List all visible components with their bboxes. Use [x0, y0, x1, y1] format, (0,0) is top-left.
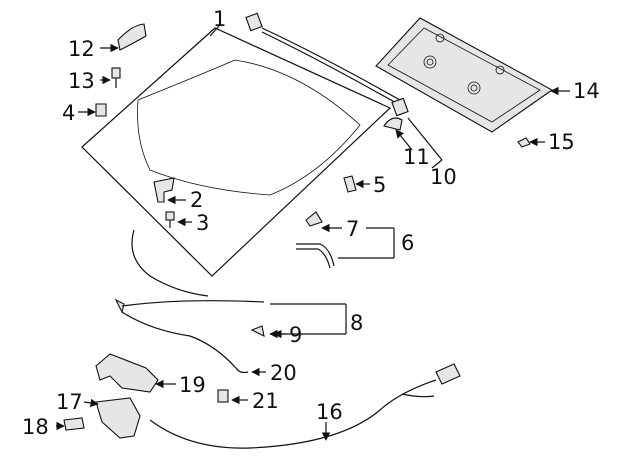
- callout-19: 19: [179, 373, 206, 397]
- callout-10: 10: [430, 165, 457, 189]
- hood-insulator: [375, 17, 570, 133]
- callout-7: 7: [346, 217, 359, 241]
- bracket-2: [153, 177, 186, 205]
- leader-1: [209, 25, 220, 37]
- bumper-4: [78, 103, 107, 117]
- callout-11: 11: [403, 145, 430, 169]
- hood-hinge-12: [100, 23, 147, 53]
- callout-18: 18: [22, 415, 49, 439]
- callout-1: 1: [213, 7, 226, 31]
- callout-14: 14: [573, 79, 600, 103]
- leader-17: [83, 398, 99, 408]
- release-cable-8: [114, 298, 347, 377]
- callout-6: 6: [401, 231, 414, 255]
- leader-10b: [431, 159, 443, 169]
- callout-9: 9: [289, 323, 302, 347]
- bumper-5: [343, 175, 370, 193]
- front-seal-strip: [131, 229, 209, 297]
- callout-12: 12: [68, 37, 95, 61]
- callout-8: 8: [350, 311, 363, 335]
- callout-13: 13: [68, 69, 95, 93]
- callout-5: 5: [373, 173, 386, 197]
- callout-21: 21: [252, 389, 279, 413]
- callout-3: 3: [196, 211, 209, 235]
- callout-20: 20: [270, 361, 297, 385]
- bolt-21: [217, 389, 248, 405]
- prop-rod-holder: [383, 117, 443, 169]
- clip-15: [517, 137, 545, 148]
- callout-16: 16: [316, 400, 343, 424]
- hood-latch-17: [83, 397, 141, 439]
- callout-15: 15: [548, 130, 575, 154]
- latch-bracket-19: [95, 353, 176, 393]
- release-cable-16: [149, 363, 461, 449]
- leader-10a: [407, 117, 443, 161]
- seal-group-6: [296, 211, 395, 269]
- hood-panel: [81, 25, 392, 277]
- bolt-18: [56, 417, 85, 431]
- leader-11: [395, 129, 413, 151]
- hood-seal-strip: [245, 12, 409, 117]
- bolt-13: [100, 67, 121, 88]
- callout-17: 17: [56, 390, 83, 414]
- callout-2: 2: [190, 188, 203, 212]
- bolt-3: [165, 211, 192, 228]
- callout-4: 4: [62, 101, 75, 125]
